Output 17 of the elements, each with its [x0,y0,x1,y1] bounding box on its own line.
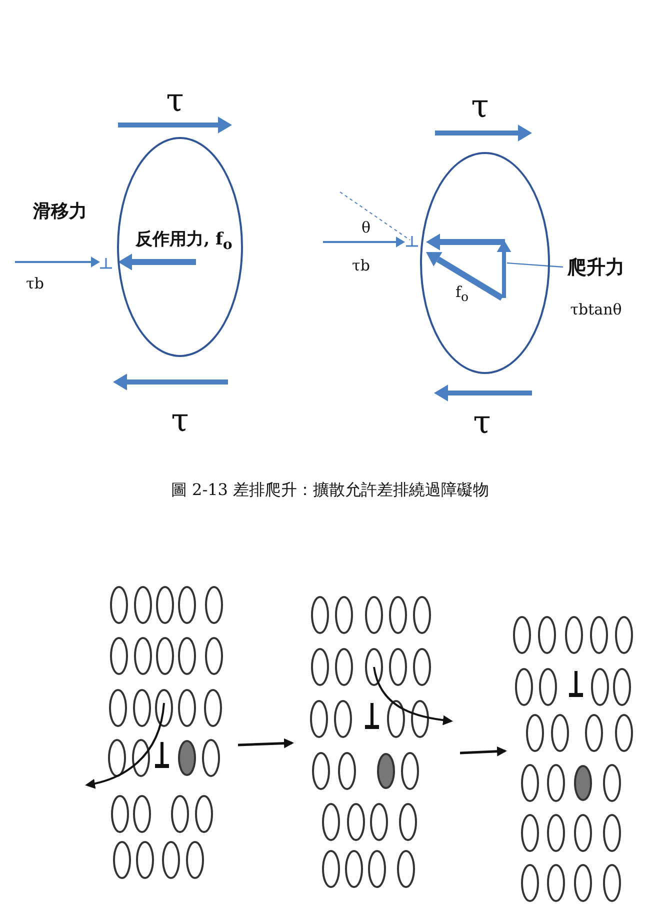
arrow [238,738,294,748]
force-label: 滑移力 [33,203,87,221]
grain-circle [117,137,243,357]
stress-symbol: τ [471,90,489,122]
grain-circle [420,152,550,374]
figure-caption: 圖 2-13 差排爬升：擴散允許差排繞過障礙物 [170,482,490,498]
stress-symbol: τ [171,404,189,436]
force-label: τb [26,276,44,292]
force-label: f$_{o}$ [455,284,469,304]
angle-label: θ [361,220,371,236]
force-label: τbtanθ [570,302,622,318]
arrow [460,746,507,756]
stress-symbol: τ [166,84,184,116]
stress-symbol: τ [473,406,491,438]
force-label: τb [352,258,370,274]
force-label: 爬升力 [568,258,624,278]
force-label: 反作用力, f$_{o}$ [136,232,232,252]
